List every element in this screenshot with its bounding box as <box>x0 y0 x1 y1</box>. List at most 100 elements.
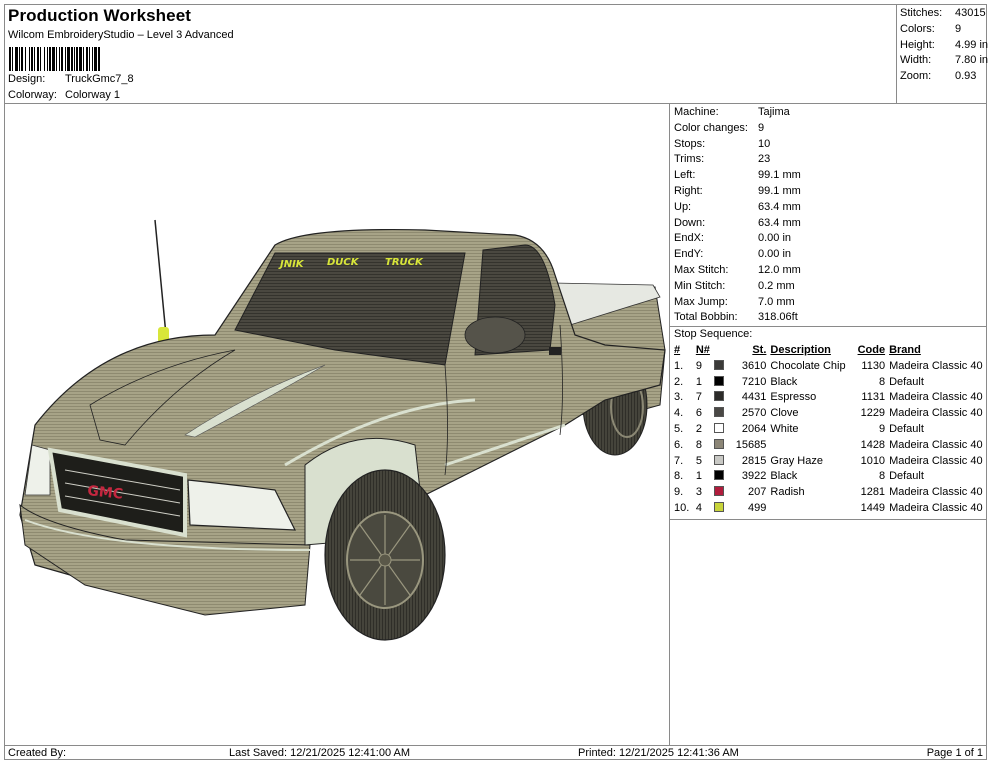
worksheet-footer: Created By: Last Saved: 12/21/2025 12:41… <box>5 745 986 760</box>
info-label: Max Stitch: <box>674 263 729 276</box>
info-value: 99.1 mm <box>758 184 801 197</box>
row-index: 6. <box>674 438 684 451</box>
row-code: 1130 <box>861 359 886 372</box>
row-description: Espresso <box>770 391 817 404</box>
machine-info-row: Stops:10 <box>670 137 987 153</box>
row-stitches: 499 <box>748 501 767 514</box>
row-brand: Default <box>889 375 924 388</box>
row-code: 1281 <box>860 486 886 499</box>
design-row: Design: TruckGmc7_8 <box>8 73 134 85</box>
color-swatch-icon <box>713 501 724 512</box>
row-needle: 3 <box>695 486 702 499</box>
machine-info-row: Trims: 23 <box>670 152 987 168</box>
info-value: 0.2 mm <box>758 279 795 292</box>
col-brand: Brand <box>889 343 921 356</box>
info-label: Machine: <box>674 106 719 118</box>
stat-width: Width:7.80 in <box>900 53 988 69</box>
col-needle: N# <box>695 343 710 356</box>
truck-embroidery-image: JNIK DUCK TRUCK GMC <box>19 219 666 641</box>
info-value: 7.0 mm <box>758 295 795 308</box>
machine-info-row: Max Jump:7.0 mm <box>670 295 987 311</box>
table-header-row: # N# St. Description Code Brand <box>674 343 987 359</box>
row-description: Clove <box>770 407 799 420</box>
info-label: Total Bobbin: <box>674 311 738 324</box>
row-stitches: 4431 <box>741 391 767 404</box>
row-description: Black <box>770 375 798 388</box>
row-code: 9 <box>878 422 886 435</box>
row-brand: Madeira Classic 40 <box>889 501 983 514</box>
row-brand: Madeira Classic 40 <box>889 454 983 467</box>
color-swatch-icon <box>713 470 724 481</box>
row-swatch <box>713 390 736 406</box>
info-label: Left: <box>674 169 696 182</box>
info-value: 63.4 mm <box>758 200 801 213</box>
machine-info-row: Down:63.4 mm <box>670 216 987 232</box>
row-needle: 6 <box>695 407 702 420</box>
stat-label: Width: <box>900 54 932 67</box>
design-label: Design: <box>8 73 46 85</box>
row-stitches: 207 <box>748 486 767 499</box>
row-index: 9. <box>674 486 684 499</box>
color-swatch-icon <box>713 438 724 449</box>
row-description <box>770 501 856 517</box>
row-needle: 5 <box>695 454 702 467</box>
row-description: Radish <box>770 486 805 499</box>
row-stitches: 7210 <box>741 375 767 388</box>
stat-value: 9 <box>955 22 962 35</box>
row-index: 2. <box>674 375 684 388</box>
color-swatch-icon <box>713 454 724 465</box>
info-value: 10 <box>758 137 771 150</box>
info-label: EndY: <box>674 248 704 261</box>
design-value: TruckGmc7_8 <box>65 73 134 85</box>
colorway-label: Colorway: <box>8 89 57 101</box>
gmc-badge: GMC <box>87 483 124 503</box>
row-needle: 4 <box>695 501 702 514</box>
color-swatch-icon <box>713 407 724 418</box>
machine-info-row: Max Stitch: 12.0 mm <box>670 263 987 279</box>
machine-info-row: EndY:0.00 in <box>670 247 987 263</box>
stop-sequence: Stop Sequence: # N# St. Description Code… <box>670 327 987 520</box>
info-value: 9 <box>758 121 765 134</box>
stat-value: 0.93 <box>955 70 977 83</box>
info-value: 23 <box>758 153 771 166</box>
created-by: Created By: <box>8 747 67 759</box>
row-code: 1449 <box>860 501 886 514</box>
info-value: 12.0 mm <box>758 263 801 276</box>
row-code: 8 <box>878 470 886 483</box>
row-brand: Default <box>889 422 924 435</box>
machine-info-row: Right:99.1 mm <box>670 184 987 200</box>
machine-info-row: EndX: 0.00 in <box>670 231 987 247</box>
row-swatch <box>713 501 736 517</box>
row-needle: 1 <box>695 470 702 483</box>
row-brand: Madeira Classic 40 <box>889 407 983 420</box>
row-needle: 2 <box>695 422 702 435</box>
info-label: EndX: <box>674 232 704 245</box>
design-stats: Stitches:43015 Colors:9 Height:4.99 in W… <box>896 5 989 104</box>
last-saved: Last Saved: 12/21/2025 12:41:00 AM <box>229 747 411 759</box>
row-code: 1010 <box>860 454 886 467</box>
row-stitches: 2064 <box>741 422 767 435</box>
info-label: Down: <box>674 216 706 229</box>
row-index: 1. <box>674 359 684 372</box>
row-index: 3. <box>674 391 684 404</box>
col-code: Code <box>857 343 886 356</box>
row-swatch <box>713 406 736 422</box>
row-stitches: 3610 <box>741 359 767 372</box>
stat-stitches: Stitches:43015 <box>900 6 987 22</box>
printed-date: Printed: 12/21/2025 12:41:36 AM <box>578 747 739 759</box>
machine-info-row: Left:99.1 mm <box>670 168 987 184</box>
info-value: 0.00 in <box>758 232 792 245</box>
info-label: Trims: <box>674 153 705 166</box>
stat-label: Colors: <box>900 22 935 35</box>
stat-value: 4.99 in <box>955 38 989 51</box>
col-index: # <box>674 343 681 356</box>
page-title: Production Worksheet <box>8 6 192 25</box>
worksheet-page: Production Worksheet Wilcom EmbroiderySt… <box>4 4 989 760</box>
stop-sequence-title: Stop Sequence: <box>674 328 753 341</box>
worksheet-header: Production Worksheet Wilcom EmbroiderySt… <box>5 5 896 104</box>
row-index: 10. <box>674 501 690 514</box>
